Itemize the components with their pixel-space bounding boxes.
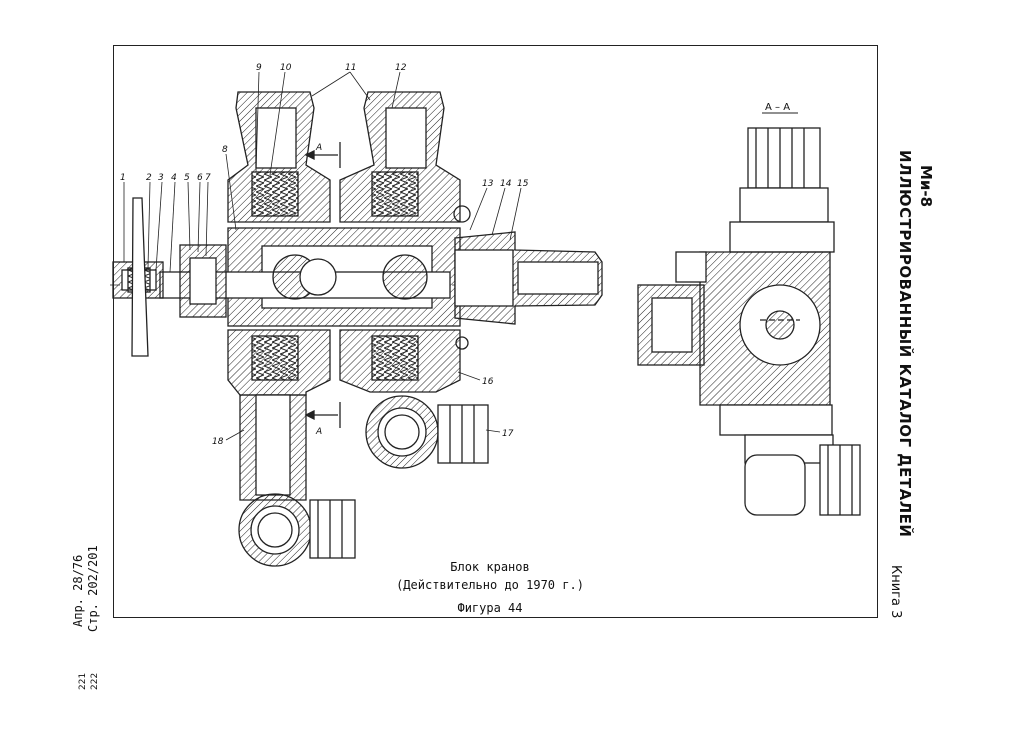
page-number: Стр. 202/201 — [86, 545, 100, 632]
figure-title: Блок кранов — [450, 560, 530, 574]
callout-6: 6 — [197, 173, 203, 183]
figure-validity: (Действительно до 1970 г.) — [396, 578, 584, 592]
callout-3: 3 — [158, 173, 164, 183]
valve-block-section — [110, 91, 603, 567]
callout-12: 12 — [395, 63, 407, 73]
callout-18: 18 — [212, 437, 224, 447]
model-title: Ми-8 — [917, 165, 935, 208]
catalog-title: ИЛЛЮСТРИРОВАННЫЙ КАТАЛОГ ДЕТАЛЕЙ — [896, 150, 914, 538]
callout-15: 15 — [517, 179, 529, 189]
callout-1: 1 — [120, 173, 126, 183]
callout-11: 11 — [345, 63, 356, 73]
callout-17: 17 — [502, 429, 514, 439]
callout-7: 7 — [205, 173, 211, 183]
callout-13: 13 — [482, 179, 494, 189]
callout-9: 9 — [256, 63, 262, 73]
callout-10: 10 — [280, 63, 292, 73]
drawing-frame — [113, 45, 878, 618]
figure-number: Фигура 44 — [457, 601, 523, 615]
callout-4: 4 — [171, 173, 177, 183]
callout-8: 8 — [222, 145, 228, 155]
callout-leaders — [123, 71, 522, 441]
callout-5: 5 — [184, 173, 190, 183]
cut-mark-top: А — [315, 143, 322, 153]
callout-16: 16 — [482, 377, 494, 387]
callout-numbers: 1 2 3 4 5 6 7 8 9 10 11 12 13 14 15 16 1… — [120, 63, 529, 447]
revision-date: Апр. 28/76 — [71, 554, 85, 627]
section-cut-marks — [304, 142, 341, 428]
book-label: Книга 3 — [888, 565, 903, 619]
page-code-top: 222 — [90, 672, 100, 690]
cut-mark-bottom: А — [315, 427, 322, 437]
callout-14: 14 — [500, 179, 512, 189]
page-code-bottom: 221 — [78, 672, 88, 690]
section-aa-label: А – А — [765, 102, 790, 113]
callout-2: 2 — [146, 173, 152, 183]
section-aa-view — [637, 127, 861, 516]
